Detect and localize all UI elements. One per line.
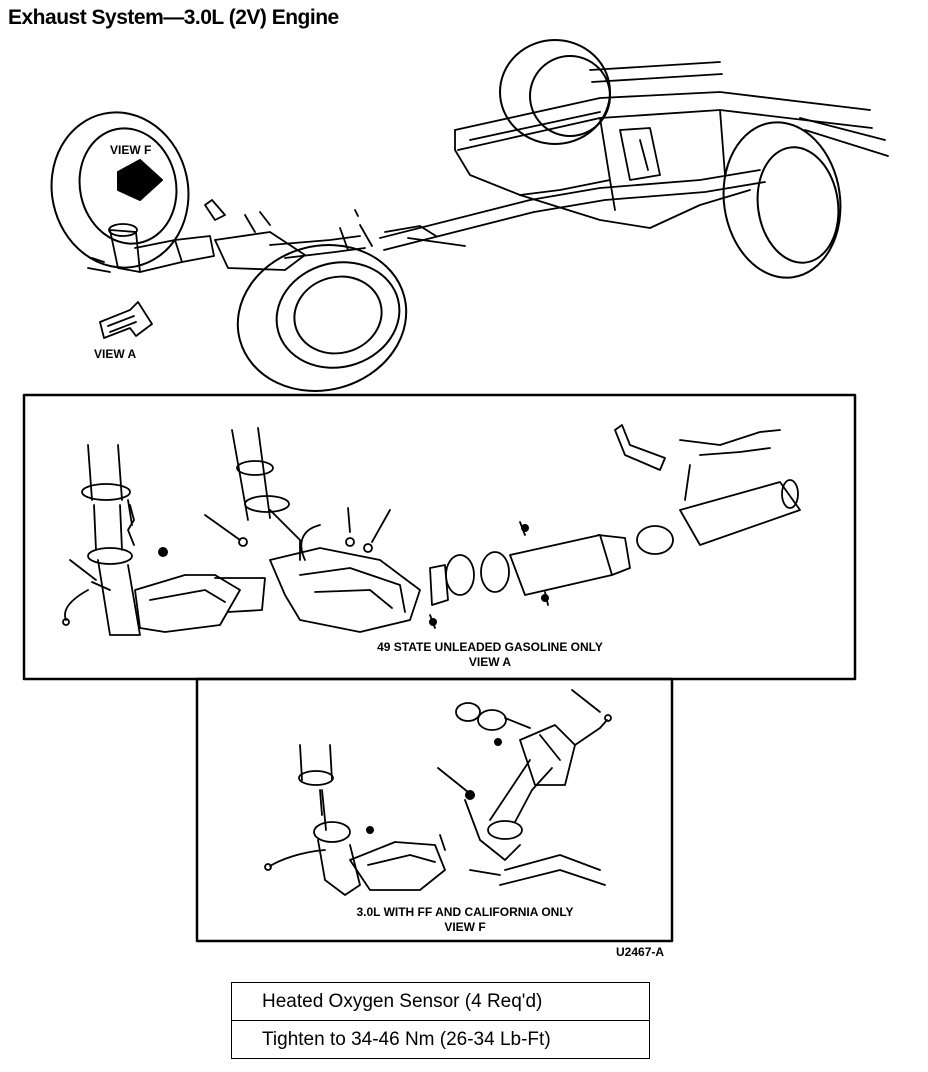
view-a-arrow bbox=[99, 301, 153, 339]
view-a-frame bbox=[22, 393, 857, 681]
wheel-top-right bbox=[499, 39, 611, 145]
view-a-caption: 49 STATE UNLEADED GASOLINE ONLY VIEW A bbox=[300, 640, 680, 670]
view-a-parts bbox=[62, 424, 801, 636]
diagram-title: Exhaust System—3.0L (2V) Engine bbox=[8, 6, 339, 29]
legend-table: Heated Oxygen Sensor (4 Req'd) Tighten t… bbox=[231, 982, 650, 1059]
view-a-caption-line1: 49 STATE UNLEADED GASOLINE ONLY bbox=[377, 640, 603, 654]
legend-row-torque: Tighten to 34-46 Nm (26-34 Lb-Ft) bbox=[232, 1020, 649, 1058]
view-f-dark-parts bbox=[366, 738, 502, 834]
frame bbox=[454, 61, 889, 229]
vehicle-overview bbox=[50, 39, 889, 392]
view-f-caption: 3.0L WITH FF AND CALIFORNIA ONLY VIEW F bbox=[270, 905, 660, 935]
view-f-caption-line2: VIEW F bbox=[444, 920, 486, 934]
view-a-dark-parts bbox=[158, 524, 549, 626]
view-a-caption-line2: VIEW A bbox=[468, 655, 512, 669]
view-f-caption-line1: 3.0L WITH FF AND CALIFORNIA ONLY bbox=[356, 905, 574, 919]
center-pipe bbox=[379, 169, 766, 251]
wheel-right bbox=[722, 121, 842, 279]
view-f-parts bbox=[264, 689, 612, 896]
wheel-front-center bbox=[236, 244, 408, 392]
front-exhaust bbox=[87, 199, 466, 273]
legend-row-sensor: Heated Oxygen Sensor (4 Req'd) bbox=[262, 991, 543, 1012]
view-f-frame bbox=[195, 677, 674, 943]
wheel-left bbox=[50, 111, 190, 269]
figure-code: U2467-A bbox=[616, 945, 665, 959]
view-a-label: VIEW A bbox=[94, 347, 137, 361]
view-f-arrow bbox=[117, 159, 163, 201]
view-f-label: VIEW F bbox=[110, 143, 152, 157]
